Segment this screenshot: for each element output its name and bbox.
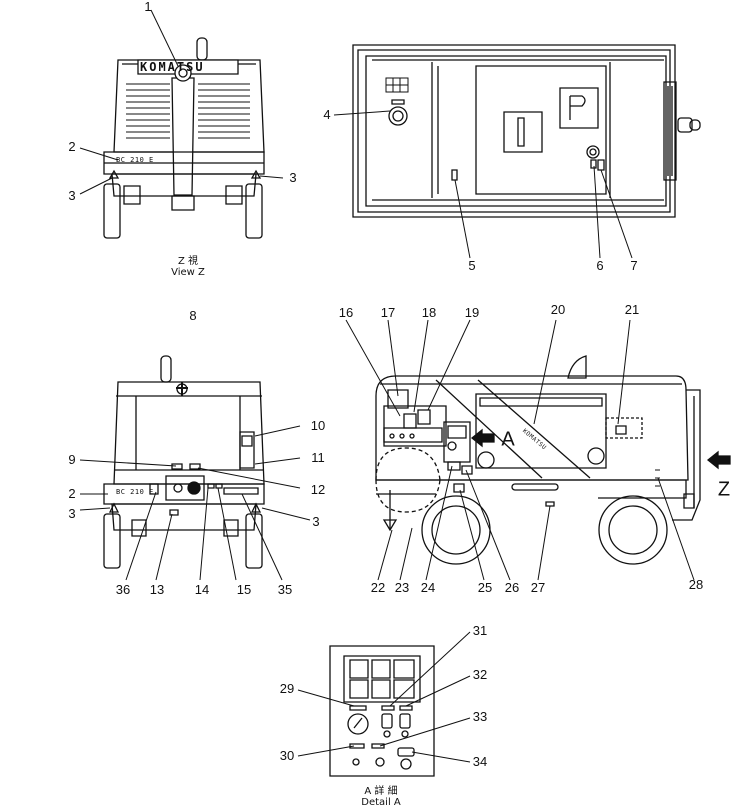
callout-3-b: 3	[289, 170, 297, 185]
callout-35: 35	[277, 582, 293, 597]
top-view-drawing	[334, 45, 700, 258]
detail-a-drawing	[298, 632, 470, 776]
callout-14: 14	[194, 582, 210, 597]
callout-7: 7	[630, 258, 638, 273]
callout-10: 10	[310, 418, 326, 433]
callout-13: 13	[149, 582, 165, 597]
callout-29: 29	[279, 681, 295, 696]
callout-26: 26	[504, 580, 520, 595]
callout-5: 5	[468, 258, 476, 273]
detail-a-caption: A 詳 細 Detail A	[361, 786, 400, 808]
callout-36: 36	[115, 582, 131, 597]
callout-31: 31	[472, 623, 488, 638]
callout-6: 6	[596, 258, 604, 273]
front-view-drawing	[80, 356, 310, 580]
callout-21: 21	[624, 302, 640, 317]
callout-30: 30	[279, 748, 295, 763]
callout-25: 25	[477, 580, 493, 595]
rear-brand-text: KOMATSU	[140, 60, 205, 74]
callout-20: 20	[550, 302, 566, 317]
callout-3: 3	[68, 188, 76, 203]
callout-2-b: 2	[68, 486, 76, 501]
callout-8: 8	[189, 308, 197, 323]
callout-12: 12	[310, 482, 326, 497]
callout-24: 24	[420, 580, 436, 595]
callout-15: 15	[236, 582, 252, 597]
callout-33: 33	[472, 709, 488, 724]
callout-9: 9	[68, 452, 76, 467]
callout-11: 11	[311, 450, 325, 465]
callout-17: 17	[380, 305, 396, 320]
callout-1: 1	[144, 0, 152, 14]
rear-view-caption: Z 視 View Z	[171, 256, 205, 278]
detail-caption-jp: A 詳 細	[364, 786, 398, 797]
callout-23: 23	[394, 580, 410, 595]
callout-18: 18	[421, 305, 437, 320]
callout-34: 34	[472, 754, 488, 769]
callout-4: 4	[323, 107, 331, 122]
view-z-arrow-label: Z	[717, 478, 731, 501]
rear-plate-text: BC 210 E	[116, 156, 154, 164]
callout-27: 27	[530, 580, 546, 595]
callout-2: 2	[68, 139, 76, 154]
rear-caption-jp: Z 視	[177, 256, 199, 267]
view-a-arrow-label: A	[501, 428, 515, 451]
callout-16: 16	[338, 305, 354, 320]
callout-28: 28	[688, 577, 704, 592]
callout-3-d: 3	[312, 514, 320, 529]
rear-caption-en: View Z	[171, 267, 205, 278]
callout-3-c: 3	[68, 506, 76, 521]
callout-22: 22	[370, 580, 386, 595]
front-plate-text: BC 210 E	[116, 488, 154, 496]
detail-caption-en: Detail A	[361, 797, 401, 808]
rear-view-drawing	[80, 10, 283, 238]
callout-19: 19	[464, 305, 480, 320]
side-view-drawing	[346, 320, 730, 580]
callout-32: 32	[472, 667, 488, 682]
